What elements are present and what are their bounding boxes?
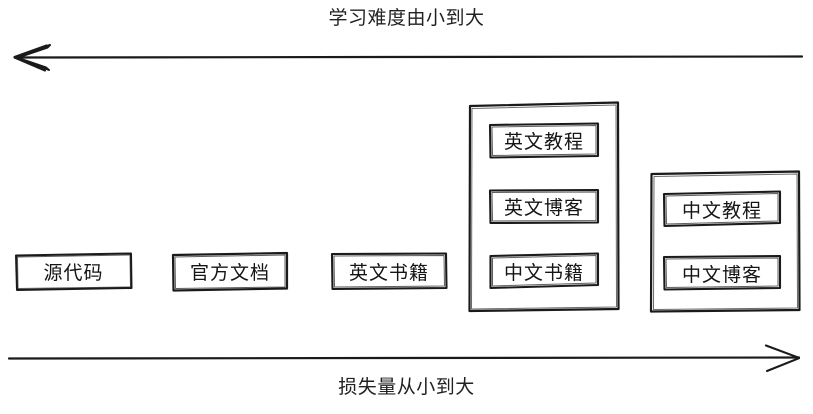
node-chinese-books[interactable]: 中文书籍 xyxy=(488,252,600,290)
node-english-books[interactable]: 英文书籍 xyxy=(330,251,448,291)
sketch-rect xyxy=(489,252,600,290)
sketch-rect xyxy=(15,252,133,291)
sketch-rect xyxy=(662,190,782,228)
sketch-rect xyxy=(488,188,600,225)
node-chinese-tutorial[interactable]: 中文教程 xyxy=(662,190,782,228)
sketch-rect xyxy=(662,254,782,291)
top-axis-label: 学习难度由小到大 xyxy=(328,8,485,29)
sketch-rect xyxy=(171,251,289,292)
arrow-left-icon xyxy=(13,44,804,72)
node-official-docs[interactable]: 官方文档 xyxy=(171,251,289,292)
sketch-rect xyxy=(488,122,600,159)
bottom-axis-label: 损失量从小到大 xyxy=(338,377,475,398)
arrow-right-icon xyxy=(7,344,801,373)
node-source-code[interactable]: 源代码 xyxy=(14,252,133,291)
node-english-tutorial[interactable]: 英文教程 xyxy=(488,122,600,159)
node-english-blog[interactable]: 英文博客 xyxy=(488,188,600,225)
node-chinese-blog[interactable]: 中文博客 xyxy=(662,254,782,292)
sketch-rect xyxy=(330,252,448,291)
